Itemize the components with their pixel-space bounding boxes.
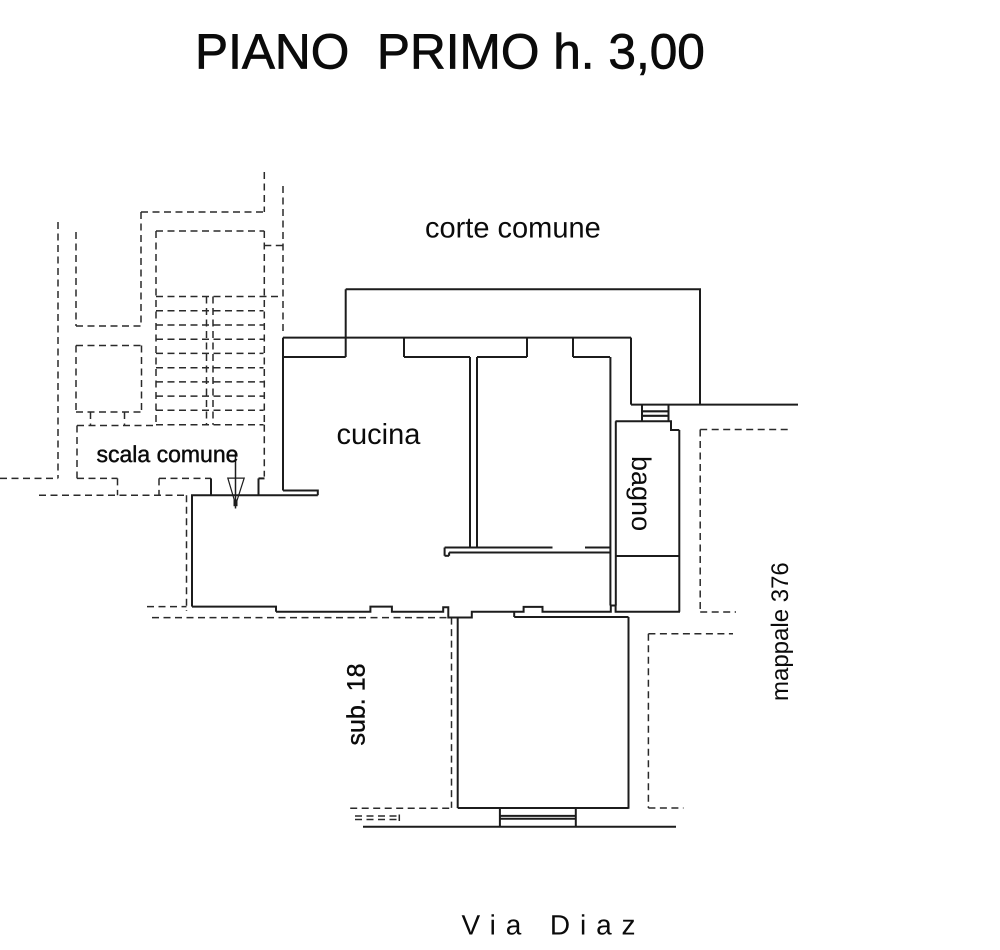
svg-text:bagno: bagno [626, 456, 656, 531]
svg-text:PIANO PRIMO h. 3,00: PIANO PRIMO h. 3,00 [195, 23, 705, 79]
svg-text:sub. 18: sub. 18 [343, 663, 371, 745]
svg-text:scala comune: scala comune [97, 441, 239, 467]
svg-text:corte comune: corte comune [425, 213, 601, 245]
svg-text:mappale 376: mappale 376 [767, 562, 794, 701]
svg-text:cucina: cucina [337, 419, 422, 451]
svg-text:Via Diaz: Via Diaz [462, 910, 646, 941]
